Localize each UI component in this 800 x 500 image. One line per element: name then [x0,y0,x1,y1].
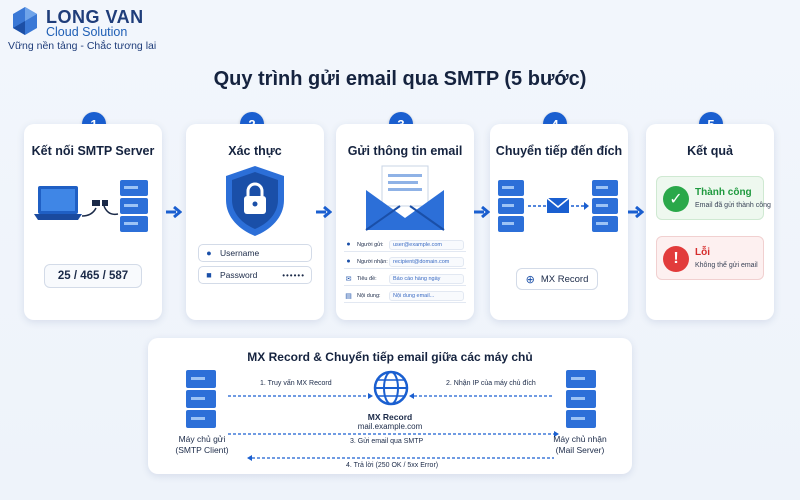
lock-icon: ■ [206,270,212,280]
mx-routing-panel: MX Record & Chuyển tiếp email giữa các m… [148,338,632,474]
ports-box: 25 / 465 / 587 [44,264,142,288]
brand-logo: LONG VAN Cloud Solution Vững nền tảng - … [6,4,176,52]
receiver-label: Máy chủ nhận (Mail Server) [553,434,607,455]
mail-row-subject: ✉ Tiêu đề: Báo cáo hàng ngày [344,272,466,286]
brand-tagline: Vững nền tảng - Chắc tương lai [8,40,157,52]
step-title: Chuyển tiếp đến đích [495,144,623,158]
mx-record-box: ⊕ MX Record [516,268,598,290]
globe-icon [373,370,409,406]
arrow-right-icon [166,206,182,218]
flow-label-4: 4. Trả lời (250 OK / 5xx Error) [344,462,441,469]
mail-row-to: ● Người nhận: recipient@domain.com [344,255,466,269]
envelope-icon [365,165,445,231]
logo-hexagon-icon [13,7,37,35]
document-icon: ▤ [345,292,352,300]
server-transfer-icon [498,180,618,232]
step-title: Kết nối SMTP Server [31,144,155,158]
step-title: Xác thực [228,144,282,158]
page-title: Quy trình gửi email qua SMTP (5 bước) [213,68,587,90]
username-field: ● Username [198,244,312,262]
step-card-result: Kết quả ✓ Thành công Email đã gửi thành … [646,124,774,320]
sender-label: Máy chủ gửi (SMTP Client) [175,434,229,455]
step-card-send-info: Gửi thông tin email ● Người gửi: user@ex… [336,124,474,320]
step-card-forward: Chuyển tiếp đến đích ⊕ MX Record [490,124,628,320]
brand-name: LONG VAN [46,7,144,27]
arrow-right-icon [316,206,332,218]
mail-icon: ✉ [345,275,352,283]
user-icon: ● [206,248,212,258]
flow-label-2: 2. Nhận IP của máy chủ đích [444,380,538,387]
shield-lock-icon [226,166,284,236]
globe-icon: ⊕ [525,273,535,286]
password-label: Password [220,270,258,280]
step-card-connect: Kết nối SMTP Server 25 / 465 / 587 [24,124,162,320]
mx-record-host: mail.example.com [357,422,423,431]
arrow-right-icon [628,206,644,218]
flow-label-3: 3. Gửi email qua SMTP [348,438,426,445]
checkmark-icon: ✓ [663,186,689,212]
step-card-auth: Xác thực ● Username ■ Password •••••• [186,124,324,320]
username-label: Username [220,248,260,258]
mx-record-title: MX Record [367,412,413,422]
laptop-server-icon [34,180,148,232]
receiver-server-icon [566,370,596,428]
flow-label-1: 1. Truy vấn MX Record [258,380,334,387]
exclamation-icon: ! [663,246,689,272]
arrow-right-icon [474,206,490,218]
user-icon: ● [346,258,351,265]
password-field: ■ Password •••••• [198,266,312,284]
error-result: ! Lỗi Không thể gửi email [656,236,764,280]
user-icon: ● [346,241,351,248]
routing-diagram [186,370,596,461]
sender-server-icon [186,370,216,428]
password-mask: •••••• [282,270,305,280]
step-title: Gửi thông tin email [347,144,463,158]
mail-row-from: ● Người gửi: user@example.com [344,238,466,252]
panel-title: MX Record & Chuyển tiếp email giữa các m… [247,350,533,364]
mail-row-body: ▤ Nội dung: Nội dung email... [344,289,466,303]
step-title: Kết quả [687,144,733,158]
success-result: ✓ Thành công Email đã gửi thành công [656,176,771,220]
brand-sub: Cloud Solution [46,25,128,39]
